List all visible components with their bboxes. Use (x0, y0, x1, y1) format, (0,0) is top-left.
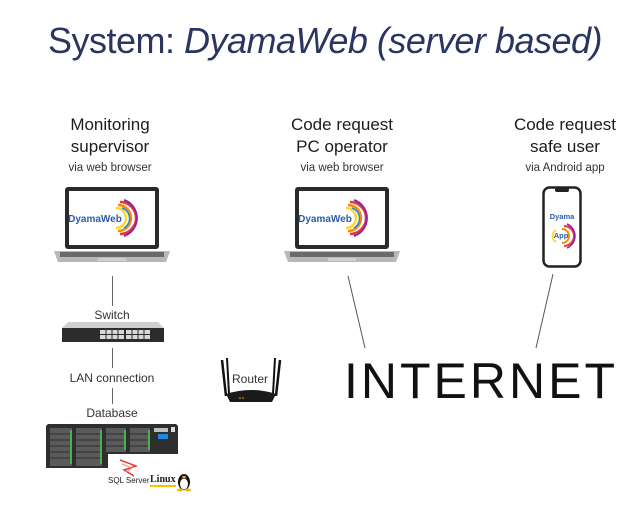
switch-label: Switch (94, 308, 130, 322)
operator-via: via web browser (300, 162, 384, 174)
operator-label: Code request PC operator via web browser (272, 114, 412, 174)
sql-server-badge: SQL Server (108, 476, 150, 485)
phone-screen-logo-line1: Dyama (550, 212, 575, 221)
safe-user-role-line2: safe user (530, 137, 600, 156)
lan-label: LAN connection (69, 371, 155, 385)
dyamaweb-logo-icon (345, 199, 368, 237)
supervisor-switch-line (112, 276, 113, 306)
supervisor-role-line2: supervisor (70, 137, 150, 156)
dyamaapp-logo-icon (551, 223, 576, 249)
network-switch-icon (62, 322, 164, 342)
operator-laptop-icon: DyamaWeb (284, 187, 400, 262)
dyamaweb-logo-icon (115, 199, 138, 237)
safe-user-label: Code request safe user via Android app (500, 114, 630, 174)
smartphone-icon: Dyama App (542, 186, 582, 268)
switch-lan-line (112, 348, 113, 368)
safe-user-role-line1: Code request (513, 115, 617, 134)
phone-screen-logo-line2: App (554, 231, 569, 240)
linux-badge: Linux (150, 474, 176, 487)
operator-role-line1: Code request (290, 115, 394, 134)
database-server-icon (46, 424, 178, 468)
internet-label: INTERNET (344, 353, 618, 409)
sql-server-logo-icon (119, 459, 139, 477)
safe-user-via: via Android app (525, 162, 605, 174)
router-icon (220, 357, 282, 402)
supervisor-label: Monitoring supervisor via web browser (40, 114, 180, 174)
phone-internet-line (535, 273, 554, 349)
supervisor-screen-logo: DyamaWeb (68, 214, 122, 225)
page-title: System: DyamaWeb (server based) (48, 20, 603, 62)
title-italic: DyamaWeb (server based) (184, 20, 603, 61)
router-label: Router (232, 372, 269, 386)
operator-role-line2: PC operator (296, 137, 388, 156)
supervisor-via: via web browser (68, 162, 152, 174)
operator-internet-line (347, 275, 366, 349)
tux-penguin-icon (177, 474, 191, 492)
supervisor-laptop-icon: DyamaWeb (54, 187, 170, 262)
supervisor-role-line1: Monitoring (70, 115, 150, 134)
lan-database-line (112, 388, 113, 404)
database-label: Database (86, 406, 138, 420)
title-prefix: System: (48, 20, 185, 61)
operator-screen-logo: DyamaWeb (298, 214, 352, 225)
